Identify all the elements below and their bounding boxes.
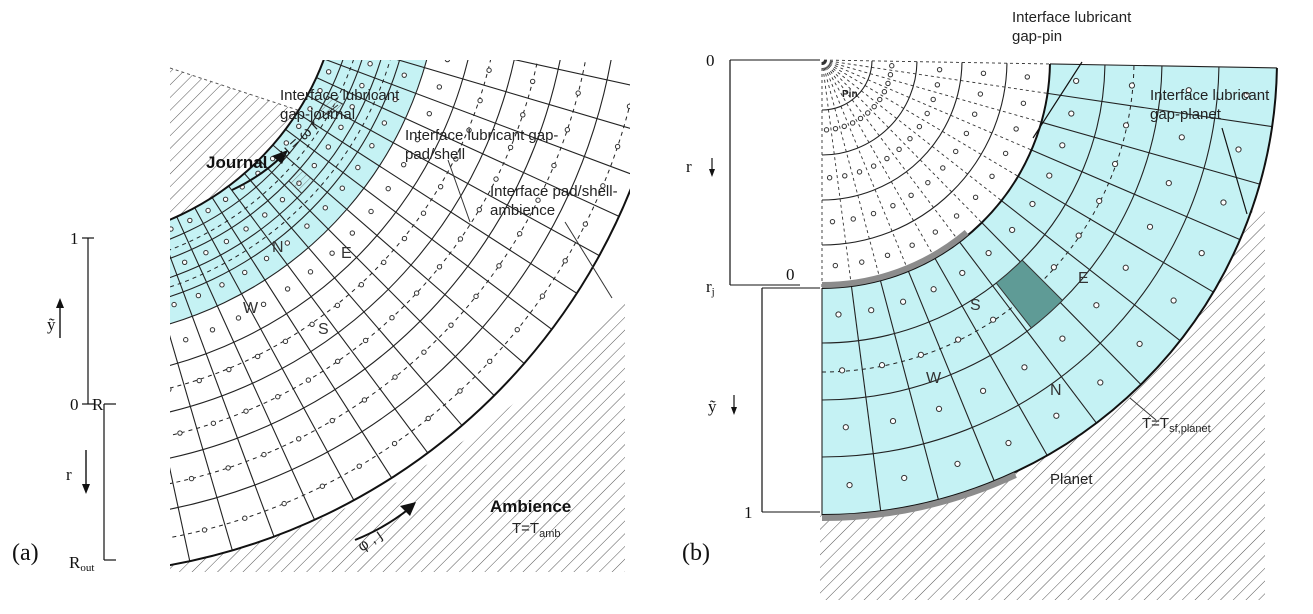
outer-boundary-b [821,67,1278,516]
panel-label-a: (a) [12,540,39,566]
journal-hatch [170,68,322,236]
mesh-panel-a [170,60,630,567]
outer-boundary-a [170,188,630,567]
ambience-hatch [170,300,625,572]
axis-a-r-top: R [92,395,104,414]
axis-b-r-top: 0 [706,51,715,70]
leader-planet [1221,127,1248,215]
axis-a-r-bottom: Rout [69,553,94,574]
pin-region-b [822,60,1050,258]
cell-label-s-b: S [970,297,981,314]
label-t-amb: T=Tamb [512,520,561,540]
journal-boundary-a [170,60,325,221]
label-interface-journal: Interface lubricant gap-journal [280,87,403,123]
cell-label-e: E [341,245,352,262]
axis-a-y-symbol: ỹ [47,315,56,334]
leader-ambience [564,221,613,299]
axis-a-r-symbol: r [66,465,72,484]
highlight-cell-a1 [288,167,315,195]
label-journal: Journal [206,153,267,172]
panel-a: Interface lubricant gap-journal Interfac… [12,60,630,574]
axis-b-r-bottom: rj [706,277,715,298]
highlight-cell-a2 [319,95,345,120]
label-interface-pin: Interface lubricant gap-pin [1012,9,1135,45]
label-interface-planet: Interface lubricant gap-planet [1150,87,1273,123]
mesh-panel-b [821,59,1278,521]
phi-direction-arrowhead [400,502,416,516]
label-pin: Pin [842,89,858,100]
cell-label-e-b: E [1078,270,1089,287]
highlight-cell-b [995,259,1064,329]
cell-label-n: N [272,239,284,256]
journal-dashed-edge [169,67,323,119]
cell-label-w: W [243,300,259,317]
leader-pad-shell [447,159,471,223]
axis-a-y-top: 1 [70,229,79,248]
panel-b: Interface lubricant gap-pin Interface lu… [682,9,1278,600]
label-t-planet: T=Tsf,planet [1142,415,1211,435]
axis-b [709,59,820,513]
pin-interface-band [822,230,969,288]
axis-a-y-bottom: 0 [70,395,79,414]
journal-rotation-arrowhead [272,150,288,164]
planet-interface-band [822,472,1017,521]
phi-direction-arrow [354,507,411,541]
leader-pin [1032,61,1083,139]
leader-journal [317,104,339,121]
pad-region-a [170,60,630,566]
axis-b-y-bottom: 1 [744,503,753,522]
cell-label-w-b: W [926,370,942,387]
label-interface-ambience: Interface pad/shell- ambience [490,183,622,219]
leader-t-planet [1129,397,1157,421]
axis-b-y-symbol: ỹ [708,397,717,416]
cell-label-s: S [318,321,329,338]
label-planet: Planet [1050,471,1093,488]
cell-label-n-b: N [1050,382,1062,399]
label-ambience: Ambience [490,497,571,516]
label-interface-pad-shell: Interface lubricant gap- pad/shell [405,127,563,163]
axis-a [56,237,116,561]
axis-b-r-symbol: r [686,157,692,176]
panel-label-b: (b) [682,540,710,566]
axis-b-y-top: 0 [786,265,795,284]
